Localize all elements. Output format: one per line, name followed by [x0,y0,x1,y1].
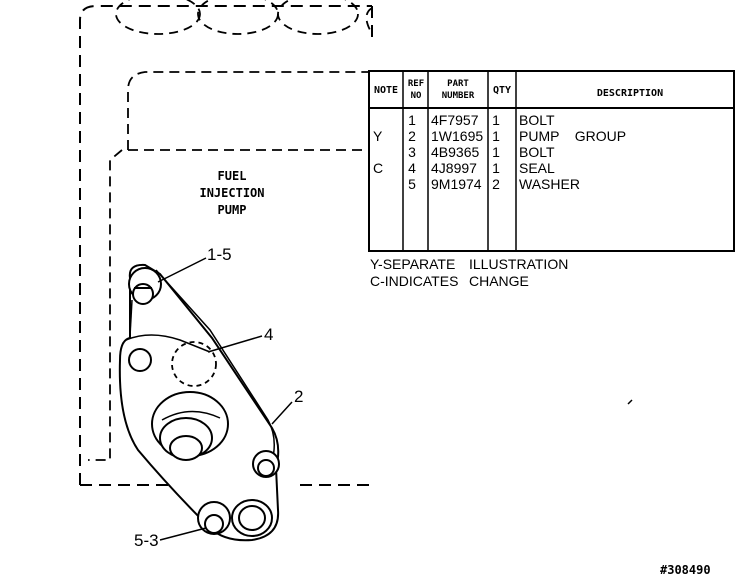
pump-label-line3: PUMP [218,203,247,217]
drive-hub [151,391,229,461]
cell-ref: 1 [408,112,416,128]
cell-part: 1W1695 [431,128,483,144]
cell-note: Y [373,128,383,144]
pump-port-bottom [231,499,273,537]
seal [171,341,217,387]
header-note: NOTE [374,85,398,96]
cell-part: 4J8997 [431,160,477,176]
cell-ref: 5 [408,176,416,192]
cell-qty: 1 [492,128,500,144]
header-part-line2: NUMBER [442,91,475,101]
bolt-right [252,450,280,478]
header-part-line1: PART [447,79,469,89]
cell-desc: WASHER [519,176,580,192]
cell-qty: 2 [492,176,500,192]
table-row: 5 9M1974 2 WASHER [408,176,580,192]
cell-ref: 2 [408,128,416,144]
table-row: 3 4B9365 1 BOLT [408,144,555,160]
cell-desc: SEAL [519,160,555,176]
cell-ref: 3 [408,144,416,160]
header-ref-line1: REF [408,79,424,89]
callouts: 1-5 4 2 5-3 [134,245,303,550]
cell-ref: 4 [408,160,416,176]
bolt-top [128,267,162,305]
table-row: Y 2 1W1695 1 PUMP GROUP [373,128,626,144]
legend-code-1: Y-SEPARATE [370,256,455,272]
cell-note: C [373,160,383,176]
table-header: NOTE REF NO PART NUMBER QTY DESCRIPTION [374,79,663,101]
callout-1-5: 1-5 [207,245,232,264]
pump-label: FUEL INJECTION PUMP [199,169,264,217]
header-ref-line2: NO [411,91,422,101]
stray-mark [627,399,633,405]
callout-5-3: 5-3 [134,531,159,550]
bolt-middle [128,348,152,372]
inner-dashed-boundary [88,71,372,461]
pump-label-line2: INJECTION [199,186,264,200]
legend: Y-SEPARATE ILLUSTRATION C-INDICATES CHAN… [370,256,568,289]
cell-part: 4B9365 [431,144,479,160]
cell-part: 4F7957 [431,112,479,128]
cylinder-bores [115,0,373,35]
pump-label-line1: FUEL [218,169,247,183]
cell-desc: BOLT [519,144,555,160]
cell-qty: 1 [492,112,500,128]
cell-desc: PUMP GROUP [519,128,626,144]
header-description: DESCRIPTION [597,88,663,99]
cell-desc: BOLT [519,112,555,128]
cell-qty: 1 [492,160,500,176]
bolt-bottom [197,501,231,535]
table-row: C 4 4J8997 1 SEAL [373,160,555,176]
figure-number: #308490 [660,563,711,576]
leader-lines [157,257,293,541]
parts-table: NOTE REF NO PART NUMBER QTY DESCRIPTION … [368,70,735,252]
legend-code-2: C-INDICATES [370,273,458,289]
cell-qty: 1 [492,144,500,160]
callout-4: 4 [264,325,273,344]
table-row: 1 4F7957 1 BOLT [408,112,555,128]
header-qty: QTY [493,85,511,96]
legend-meaning-1: ILLUSTRATION [469,256,568,272]
cell-part: 9M1974 [431,176,482,192]
callout-2: 2 [294,387,303,406]
legend-meaning-2: CHANGE [469,273,529,289]
